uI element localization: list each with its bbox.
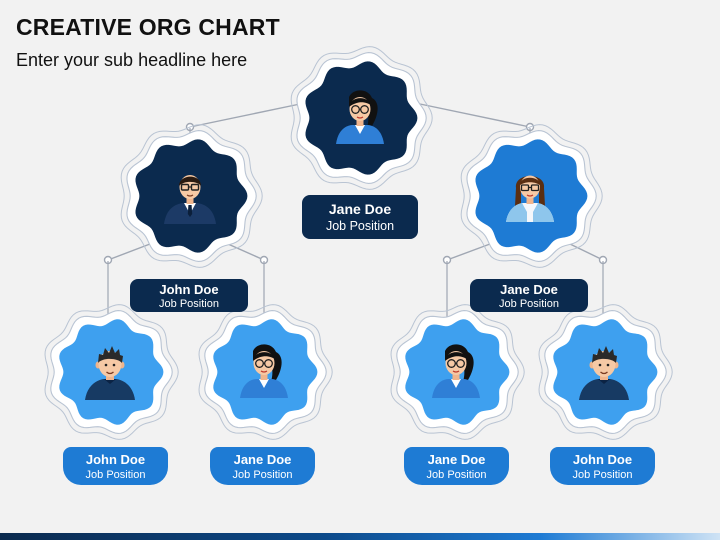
node-label-ll[interactable]: John Doe Job Position xyxy=(63,447,168,485)
node-ring-outer xyxy=(390,304,525,440)
node-name: Jane Doe xyxy=(500,281,558,297)
org-node-ll[interactable] xyxy=(44,304,179,440)
footer-bar xyxy=(0,533,720,540)
line-top-left xyxy=(189,103,301,128)
node-position: Job Position xyxy=(426,468,487,481)
node-position: Job Position xyxy=(572,468,633,481)
node-position: Job Position xyxy=(159,297,219,310)
line-right-rr xyxy=(569,243,604,261)
org-node-lr[interactable] xyxy=(198,304,333,440)
org-node-rl[interactable] xyxy=(390,304,525,440)
org-node-right[interactable] xyxy=(460,124,603,268)
page-title: CREATIVE ORG CHART xyxy=(16,14,280,40)
node-label-lr[interactable]: Jane Doe Job Position xyxy=(210,447,315,485)
node-ring-outer xyxy=(460,124,603,268)
node-label-top[interactable]: Jane Doe Job Position xyxy=(302,195,418,239)
line-left-ll xyxy=(107,243,151,261)
node-position: Job Position xyxy=(325,219,395,233)
node-ring-outer xyxy=(198,304,333,440)
node-name: Jane Doe xyxy=(328,201,392,217)
node-position: Job Position xyxy=(499,297,559,310)
node-name: John Doe xyxy=(85,451,146,467)
node-label-right[interactable]: Jane Doe Job Position xyxy=(470,279,588,312)
line-top-right xyxy=(419,103,531,128)
org-node-left[interactable] xyxy=(120,124,263,268)
node-ring-outer xyxy=(538,304,673,440)
line-left-lr xyxy=(227,243,265,261)
node-label-rr[interactable]: John Doe Job Position xyxy=(550,447,655,485)
org-node-top[interactable] xyxy=(290,46,433,190)
node-ring-outer xyxy=(44,304,179,440)
node-ring-outer xyxy=(120,124,263,268)
node-label-left[interactable]: John Doe Job Position xyxy=(130,279,248,312)
page-subtitle: Enter your sub headline here xyxy=(16,50,248,70)
line-right-rl xyxy=(446,243,491,261)
org-node-rr[interactable] xyxy=(538,304,673,440)
node-label-rl[interactable]: Jane Doe Job Position xyxy=(404,447,509,485)
node-name: Jane Doe xyxy=(233,451,292,467)
node-name: Jane Doe xyxy=(427,451,486,467)
node-position: Job Position xyxy=(85,468,146,481)
node-name: John Doe xyxy=(572,451,633,467)
nodes-layer xyxy=(44,46,673,440)
node-ring-outer xyxy=(290,46,433,190)
node-position: Job Position xyxy=(232,468,293,481)
node-name: John Doe xyxy=(159,281,219,297)
